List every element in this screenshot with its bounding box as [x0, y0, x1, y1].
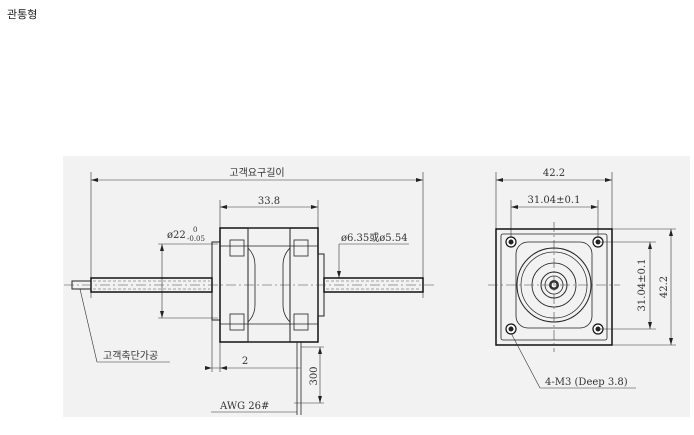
body-width-label: 33.8 [258, 196, 280, 207]
wire-label: AWG 26# [219, 401, 269, 412]
hole-spacing-x-label: 31.04±0.1 [528, 195, 581, 206]
drawing-background [63, 156, 690, 417]
boss-dia-label: ø22 [167, 230, 186, 241]
boss-tol-lower: -0.05 [187, 235, 205, 243]
side-view: 고객요구길이 33.8 ø22 0 -0.05 [64, 166, 436, 415]
mount-hole [505, 323, 517, 335]
front-height-label: 42.2 [659, 276, 670, 298]
boss-tol-upper: 0 [193, 226, 197, 234]
hole-spacing-y-label: 31.04±0.1 [637, 259, 648, 312]
boss-height-label: 2 [242, 356, 248, 367]
page-title: 관통형 [7, 8, 38, 21]
shaft-end-label: 고객축단가공 [103, 350, 158, 362]
front-width-label: 42.2 [543, 168, 565, 179]
lead-length-label: 300 [309, 366, 320, 385]
front-boss [211, 241, 221, 321]
front-view: 42.2 31.04±0.1 [488, 168, 676, 389]
length-label: 고객요구길이 [229, 166, 284, 179]
mount-hole [505, 236, 517, 248]
mount-holes-label: 4-M3 (Deep 3.8) [545, 377, 628, 388]
screw-dia-label: ø6.35或ø5.54 [341, 232, 408, 244]
